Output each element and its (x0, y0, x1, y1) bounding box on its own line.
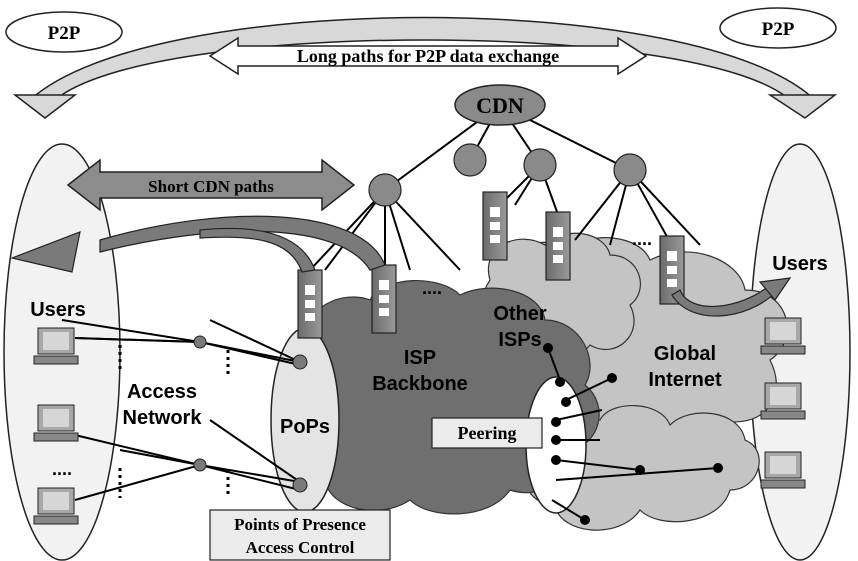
cdn-node (453, 143, 487, 177)
access-network-label-1: Access (127, 381, 197, 403)
cdn-server-icon (545, 211, 571, 281)
pop-node (292, 477, 308, 493)
users-right-label: Users (772, 253, 828, 275)
cdn-root-node: CDN (454, 84, 546, 126)
cdn-node (523, 148, 557, 182)
other-isps-label-1: Other (493, 303, 547, 325)
user-computer-icon (33, 487, 79, 525)
long-path-arc-arrow (12, 16, 838, 119)
users-ellipsis-left: .... (52, 459, 72, 479)
p2p-right-label: P2P (762, 19, 795, 40)
cdn-label: CDN (476, 93, 524, 118)
cdn-tree-links (309, 104, 701, 271)
global-internet-label-1: Global (654, 343, 716, 365)
peering-label: Peering (458, 423, 517, 443)
peering-dot (561, 397, 571, 407)
access-node (193, 458, 207, 472)
pop-access-label-1: Points of Presence (234, 515, 366, 534)
cdn-server-icon (482, 191, 508, 261)
peering-dot (607, 373, 617, 383)
long-paths-arrow: Long paths for P2P data exchange (208, 36, 648, 76)
cdn-server-icon (297, 269, 323, 339)
user-computer-icon (760, 451, 806, 489)
pop-access-control-box: Points of Presence Access Control (209, 509, 391, 561)
short-cdn-label: Short CDN paths (148, 177, 274, 196)
users-left-label: Users (30, 299, 86, 321)
cdn-to-right-users-arrow (671, 277, 792, 317)
short-cdn-paths-arrow: Short CDN paths (66, 158, 356, 212)
server-ellipsis-2: .... (632, 229, 652, 249)
peering-dot (551, 435, 561, 445)
pops-label: PoPs (280, 416, 330, 438)
access-links (61, 319, 301, 501)
user-computer-icon (760, 382, 806, 420)
cdn-to-users-curve-arrow (9, 215, 386, 273)
long-paths-label: Long paths for P2P data exchange (297, 46, 559, 66)
p2p-right-badge: P2P (719, 7, 837, 49)
peering-dot (635, 465, 645, 475)
user-computer-icon (33, 404, 79, 442)
pop-node (292, 354, 308, 370)
pop-access-label-2: Access Control (246, 538, 355, 557)
peering-label-box: Peering (431, 417, 543, 449)
peering-dot (580, 515, 590, 525)
p2p-left-label: P2P (48, 23, 81, 44)
server-ellipsis-1: .... (422, 278, 442, 298)
user-computer-icon (760, 317, 806, 355)
peering-dot (543, 343, 553, 353)
peering-dot (551, 455, 561, 465)
cdn-server-icon (371, 264, 397, 334)
other-isps-label-2: ISPs (498, 329, 541, 351)
cdn-node (613, 153, 647, 187)
isp-backbone-label-1: ISP (404, 347, 436, 369)
global-internet-label-2: Internet (648, 369, 722, 391)
peering-dot (551, 417, 561, 427)
peering-dot (713, 463, 723, 473)
access-node (193, 335, 207, 349)
p2p-left-badge: P2P (5, 11, 123, 53)
isp-backbone-label-2: Backbone (372, 373, 468, 395)
access-network-label-2: Network (123, 407, 203, 429)
peering-dot (555, 377, 565, 387)
user-computer-icon (33, 327, 79, 365)
cdn-node (368, 173, 402, 207)
